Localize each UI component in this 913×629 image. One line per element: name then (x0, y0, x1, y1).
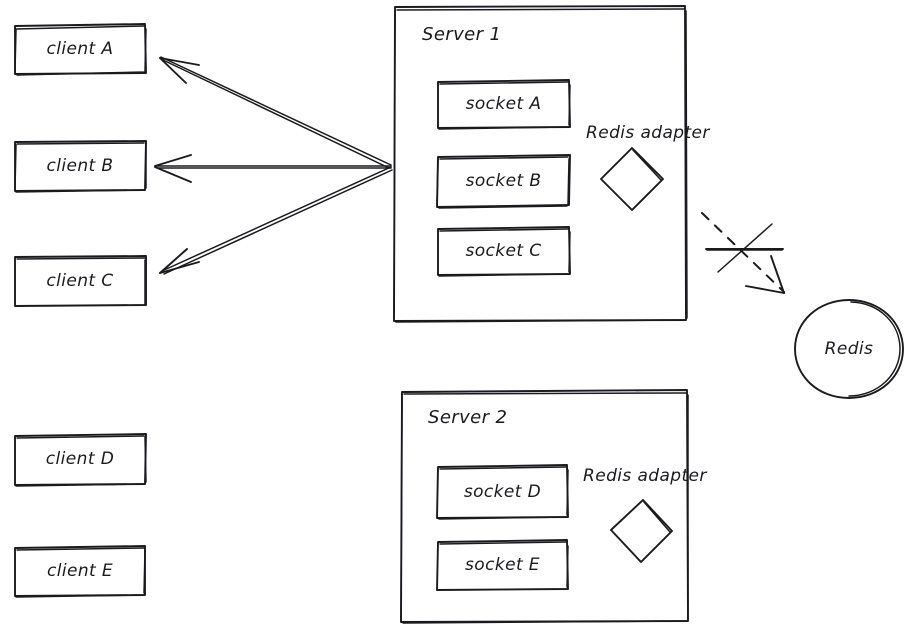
client-e-label: client E (46, 561, 114, 581)
server-1-redis-adapter-diamond (600, 147, 664, 211)
client-c-label: client C (46, 271, 114, 291)
socket-a-label: socket A (465, 94, 542, 114)
redis-store-shape (794, 299, 904, 399)
server-2-label: Server 2 (428, 407, 508, 428)
server-2-redis-adapter-label: Redis adapter (583, 466, 707, 486)
client-c-shape (14, 255, 147, 307)
socket-b-label: socket B (465, 171, 542, 191)
client-b-shape (14, 140, 147, 193)
redis-store-label: Redis (824, 339, 874, 359)
client-a-shape (14, 23, 147, 76)
socket-e-shape (436, 539, 569, 591)
server-1-shape (393, 5, 688, 323)
broken-link-cross-icon (705, 223, 784, 273)
arrow-server1-to-redis-broken (701, 212, 785, 294)
socket-d-shape (436, 464, 569, 520)
server-2-redis-adapter-diamond (610, 499, 673, 563)
socket-d-label: socket D (463, 481, 542, 502)
socket-c-label: socket C (465, 241, 542, 261)
server-2-shape (400, 389, 689, 624)
client-a-label: client A (46, 39, 114, 59)
socket-e-label: socket E (465, 555, 540, 575)
arrow-server1-to-client-c (159, 166, 393, 275)
client-e-shape (14, 545, 146, 598)
client-d-label: client D (45, 449, 115, 469)
arrow-server1-to-client-b (154, 154, 392, 183)
arrow-server1-to-client-a (159, 56, 392, 169)
server-1-label: Server 1 (422, 24, 502, 45)
server-1-redis-adapter-label: Redis adapter (586, 123, 710, 143)
socket-a-shape (437, 79, 571, 130)
socket-b-shape (436, 154, 571, 209)
client-b-label: client B (46, 156, 114, 176)
socket-c-shape (437, 226, 571, 277)
client-d-shape (14, 433, 147, 487)
